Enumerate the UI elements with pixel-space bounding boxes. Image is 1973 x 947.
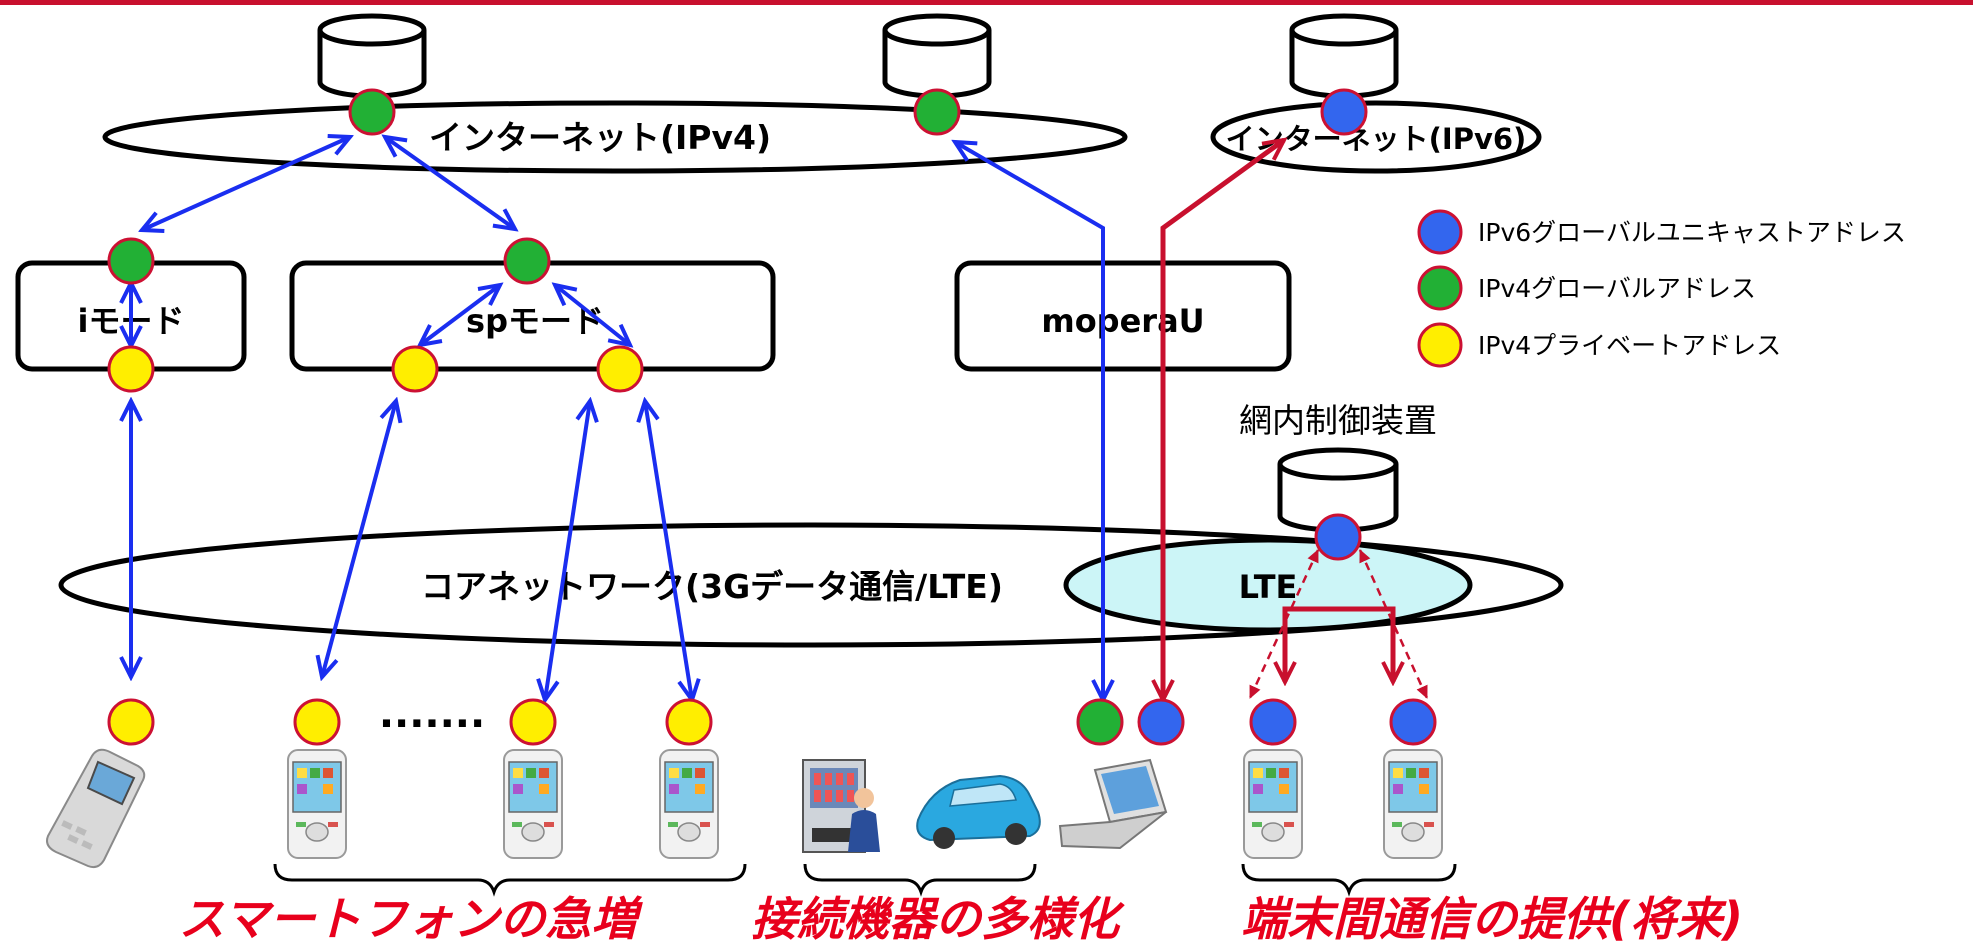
- node-ipv4-global: [1076, 698, 1124, 746]
- legend-ipv4-private-swatch: [1417, 322, 1463, 368]
- node-ipv4-global: [503, 237, 551, 285]
- internet-ipv4-label: インターネット(IPv4): [429, 118, 771, 157]
- node-ipv4-private: [596, 345, 644, 393]
- arrow-spmode-phone3: [645, 401, 692, 700]
- smartphone-icon: [503, 749, 563, 859]
- address-nodes: [107, 88, 1437, 746]
- caption-device-diversification: 接続機器の多様化: [751, 892, 1125, 946]
- server-icon: [317, 13, 427, 99]
- node-ipv4-private: [293, 698, 341, 746]
- arrow-laptop-ipv6: [1163, 140, 1284, 700]
- control-device-label: 網内制御装置: [1239, 401, 1437, 440]
- internet-ipv6-cloud: [1210, 100, 1542, 174]
- brace-p2p: [1241, 863, 1457, 897]
- caption-smartphone-surge: スマートフォンの急増: [179, 892, 644, 946]
- smartphone-icon: [659, 749, 719, 859]
- smartphone-icon: [1243, 749, 1303, 859]
- legend-ipv4-global-swatch: [1417, 265, 1463, 311]
- node-ipv4-private: [509, 698, 557, 746]
- node-ipv4-private: [107, 698, 155, 746]
- legend-ipv6-label: IPv6グローバルユニキャストアドレス: [1478, 218, 1906, 247]
- node-ipv4-private: [665, 698, 713, 746]
- smartphone-icon: [287, 749, 347, 859]
- arrow-spmode-inner-right: [555, 285, 630, 345]
- car-icon: [916, 774, 1041, 849]
- core-network-label: コアネットワーク(3Gデータ通信/LTE): [421, 567, 1003, 606]
- node-ipv4-private: [391, 345, 439, 393]
- brace-devices: [803, 863, 1037, 897]
- node-ipv6-global: [1249, 698, 1297, 746]
- feature-phone-icon: [46, 748, 146, 869]
- connection-arrows: [131, 137, 1103, 700]
- legend-ipv4-private-label: IPv4プライベートアドレス: [1478, 331, 1781, 360]
- node-ipv4-global: [913, 88, 961, 136]
- internet-ipv4-cloud: [102, 100, 1128, 174]
- node-ipv4-private: [107, 345, 155, 393]
- lte-label: LTE: [1239, 568, 1298, 606]
- legend-ipv4-global-label: IPv4グローバルアドレス: [1478, 274, 1756, 303]
- node-ipv6-global: [1314, 513, 1362, 561]
- moperau-label: moperaU: [1041, 302, 1204, 340]
- server-icon: [1289, 13, 1399, 99]
- top-rule: [0, 0, 1973, 5]
- arrow-imode-internet: [142, 137, 350, 230]
- arrow-spmode-phone2: [545, 401, 590, 700]
- legend-ipv6-swatch: [1417, 209, 1463, 255]
- legend: IPv6グローバルユニキャストアドレス IPv4グローバルアドレス IPv4プラ…: [1417, 209, 1906, 368]
- ellipsis-more-phones: .......: [379, 691, 485, 737]
- laptop-icon: [1058, 758, 1168, 850]
- arrow-moperau-laptop: [955, 142, 1103, 700]
- arrow-spmode-phone1: [322, 401, 396, 677]
- arrow-spmode-inner-left: [420, 285, 500, 345]
- caption-p2p-communication: 端末間通信の提供(将来): [1241, 892, 1743, 946]
- smartphone-icon: [1383, 749, 1443, 859]
- person-icon: [848, 788, 880, 852]
- node-ipv6-global: [1137, 698, 1185, 746]
- arrow-spmode-internet: [385, 137, 515, 229]
- node-ipv6-global: [1320, 88, 1368, 136]
- server-icon: [882, 13, 992, 99]
- brace-smartphones: [273, 863, 747, 897]
- group-braces: [273, 863, 1457, 897]
- node-ipv4-global: [107, 237, 155, 285]
- node-ipv4-global: [348, 88, 396, 136]
- node-ipv6-global: [1389, 698, 1437, 746]
- ipv6-arrows: [1163, 140, 1429, 700]
